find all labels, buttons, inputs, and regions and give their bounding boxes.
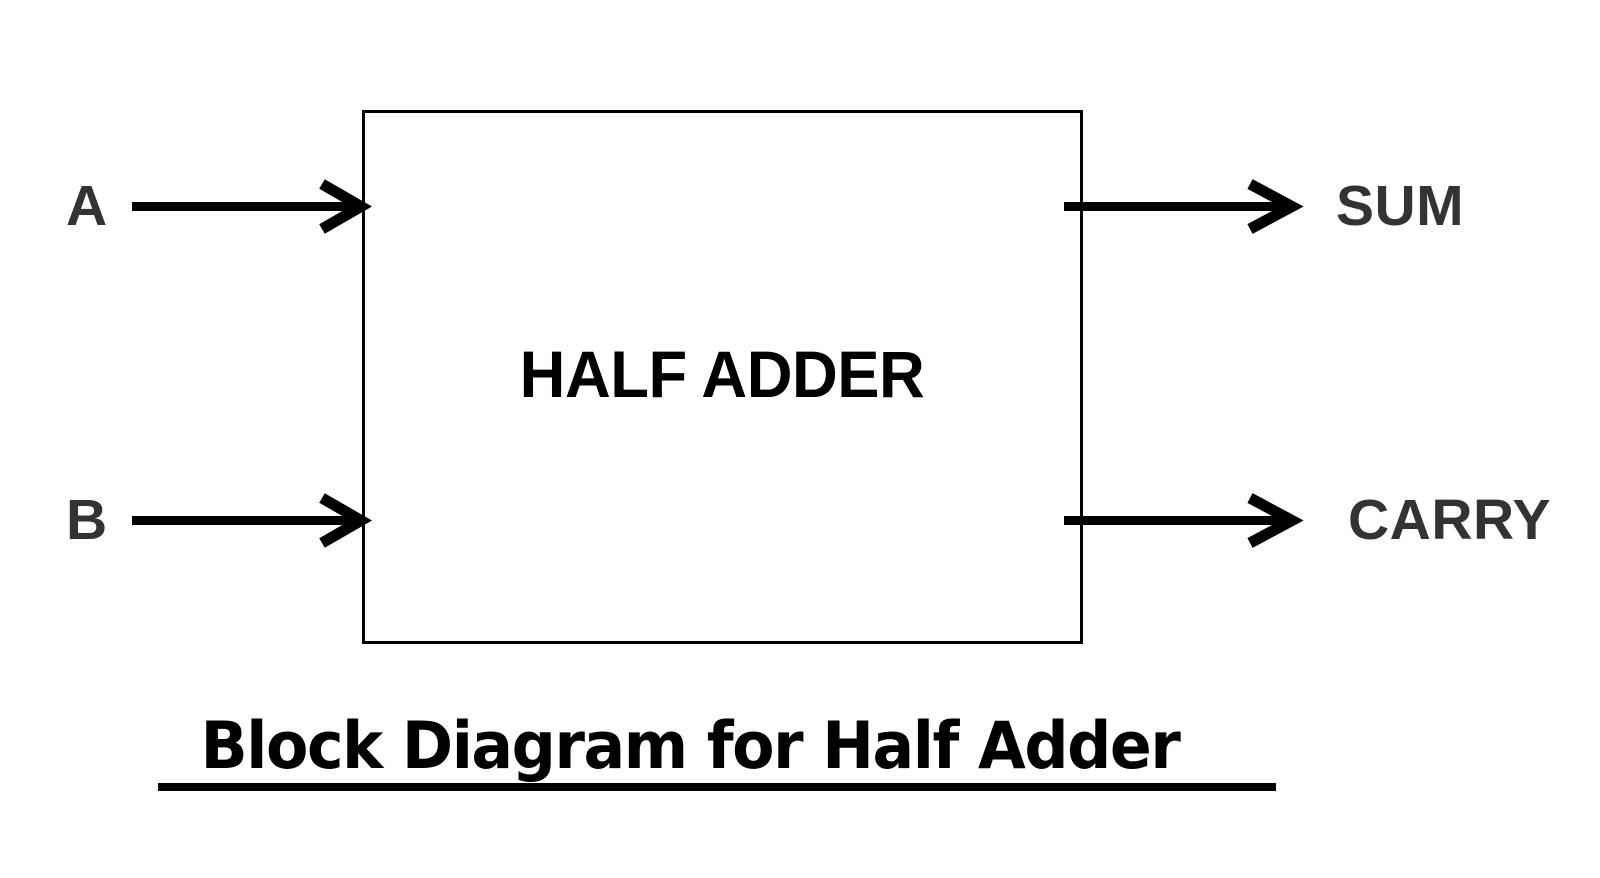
- output-label-carry: CARRY: [1348, 488, 1552, 552]
- output-arrow-carry: [1064, 493, 1304, 548]
- input-label-b: B: [66, 488, 108, 552]
- caption-underline: [158, 783, 1276, 791]
- input-arrow-a: [132, 179, 373, 234]
- block-title: HALF ADDER: [519, 337, 925, 411]
- output-label-sum: SUM: [1336, 174, 1465, 238]
- half-adder-block-rect: [362, 110, 1083, 644]
- diagram-caption: Block Diagram for Half Adder: [200, 709, 1181, 784]
- input-arrow-b: [132, 493, 373, 548]
- output-arrow-sum: [1064, 179, 1304, 234]
- input-label-a: A: [66, 174, 108, 238]
